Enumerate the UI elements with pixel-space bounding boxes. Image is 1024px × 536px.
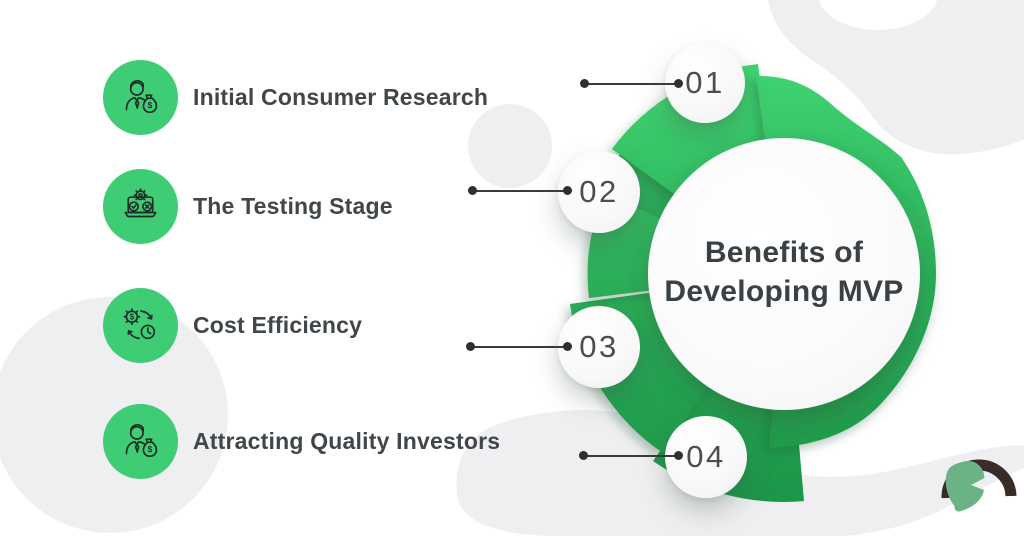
benefit-label-2: The Testing Stage: [193, 193, 393, 219]
connector-dot-04-left: [579, 451, 588, 460]
benefit-icon-circle-3: $: [103, 288, 178, 363]
connector-dot-02-right: [563, 186, 572, 195]
logo-helmet: [945, 460, 985, 512]
connector-line-03: [470, 346, 567, 348]
connector-line-04: [583, 455, 678, 457]
dollar-glyph: $: [130, 312, 135, 321]
connector-dot-03-left: [466, 342, 475, 351]
step-number-03: 03: [579, 329, 619, 364]
businessman-moneybag-icon: $: [125, 80, 158, 114]
benefit-item-3: $ Cost Efficiency: [103, 288, 362, 363]
dollar-glyph: $: [148, 444, 153, 454]
page-title-line2: Developing MVP: [664, 275, 904, 308]
investor-moneybag-icon: $: [125, 424, 158, 458]
benefit-icon-circle-1: $: [103, 60, 178, 135]
step-number-02: 02: [579, 174, 619, 209]
dollar-glyph: $: [148, 100, 153, 110]
cost-time-cycle-icon: $: [123, 308, 156, 340]
connector-dot-03-right: [563, 342, 572, 351]
benefit-label-1: Initial Consumer Research: [193, 84, 489, 110]
benefit-label-3: Cost Efficiency: [193, 312, 363, 338]
benefit-label-4: Attracting Quality Investors: [193, 428, 501, 454]
benefit-icon-circle-2: [103, 169, 178, 244]
benefit-item-2: The Testing Stage: [103, 169, 393, 244]
connector-dot-02-left: [468, 186, 477, 195]
benefits-wheel: [570, 64, 936, 502]
step-number-04: 04: [686, 439, 726, 474]
connector-dot-01-left: [580, 79, 589, 88]
connector-dot-04-right: [674, 451, 683, 460]
wheel-center-circle: [648, 138, 920, 410]
benefit-item-4: $ Attracting Quality Investors: [103, 404, 500, 479]
connector-dot-01-right: [674, 79, 683, 88]
spartan-helmet-logo: [941, 459, 1017, 512]
step-number-01: 01: [685, 65, 725, 100]
connector-line-02: [472, 190, 567, 192]
page-title: Benefits of Developing MVP: [634, 233, 934, 311]
connector-line-01: [584, 83, 678, 85]
page-title-line1: Benefits of: [704, 236, 864, 269]
laptop-testing-icon: [124, 188, 157, 218]
benefit-item-1: $ Initial Consumer Research: [103, 60, 488, 135]
benefit-icon-circle-4: $: [103, 404, 178, 479]
